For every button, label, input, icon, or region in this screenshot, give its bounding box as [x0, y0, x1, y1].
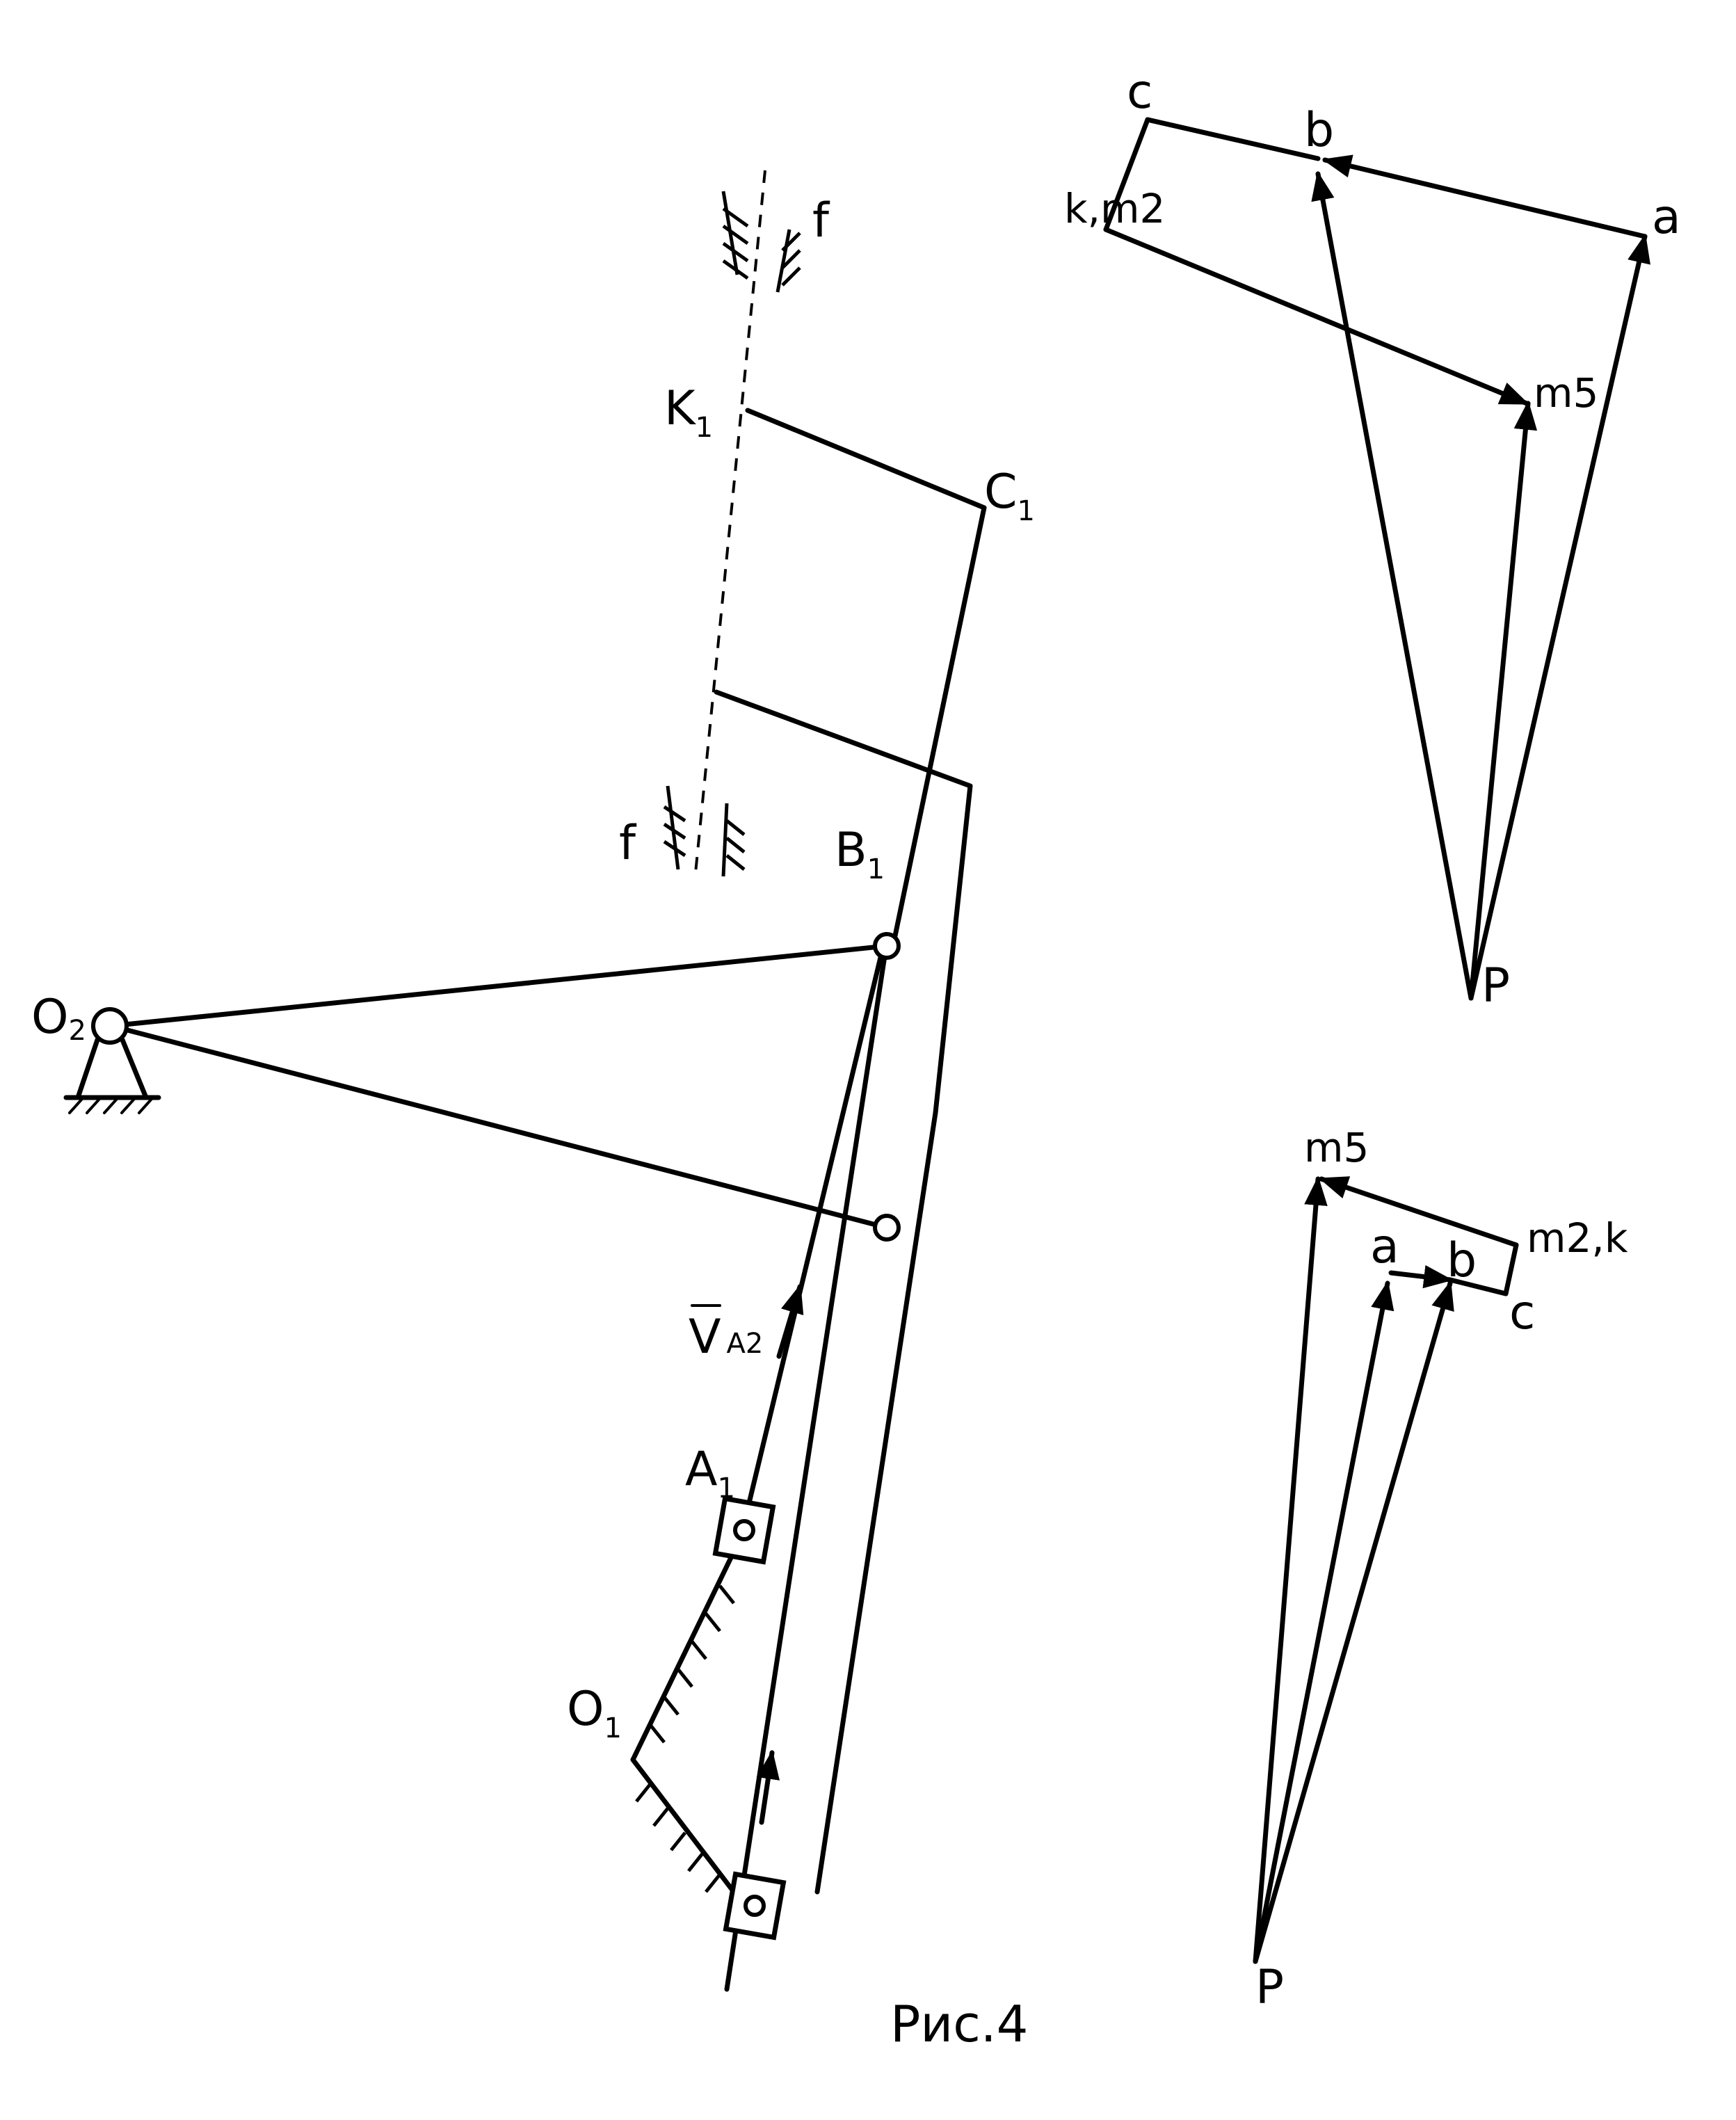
velocity-arrow-va2 [776, 1283, 804, 1359]
slider-a1 [712, 1495, 776, 1565]
slider-bottom [723, 1871, 787, 1941]
guide-hatch-bottom [663, 785, 746, 877]
link-o2-lower-joint [108, 1023, 890, 1230]
label-f-top: f [812, 193, 830, 248]
label-k1: K1 [664, 381, 713, 444]
rod-a-b [724, 940, 890, 1992]
velocity-plan-2: m5 a b m2,k c P [1253, 1124, 1628, 2015]
plan2-label-m5: m5 [1304, 1124, 1369, 1171]
support-o2 [63, 1007, 161, 1114]
label-f-bottom: f [619, 816, 637, 871]
label-c1: C1 [984, 465, 1035, 527]
plan1-label-k-m2: k,m2 [1064, 185, 1165, 232]
plan2-label-p: P [1255, 1960, 1284, 2015]
link-lower-slider [714, 689, 973, 1116]
joint-lower [873, 1214, 901, 1242]
label-b1: B1 [835, 823, 885, 885]
arrow-lower-rod [756, 1749, 780, 1825]
guide-hatch-top [721, 191, 801, 293]
plan2-label-m2-k: m2,k [1527, 1214, 1628, 1262]
plan2-label-c: c [1509, 1285, 1535, 1340]
link-o2-b1 [108, 943, 890, 1029]
label-o1: O1 [567, 1682, 622, 1744]
plan1-label-c: c [1127, 65, 1152, 120]
rod-lower [814, 1110, 938, 1895]
guide-line-f [694, 170, 766, 874]
plan1-label-b: b [1304, 103, 1334, 158]
link-k1-c1 [745, 408, 987, 945]
label-o2: O2 [31, 990, 86, 1047]
plan1-label-m5: m5 [1534, 369, 1598, 417]
plan1-label-a: a [1652, 190, 1681, 245]
plan2-label-a: a [1370, 1219, 1399, 1274]
rod-a1-b1 [741, 943, 886, 1526]
velocity-plan-1: c b a k,m2 m5 P [1064, 65, 1681, 1013]
plan2-label-b: b [1447, 1233, 1477, 1288]
figure-caption: Рис.4 [890, 1995, 1029, 2053]
label-a1: A1 [685, 1442, 735, 1504]
fixed-link-o1 [630, 1545, 739, 1895]
joint-b1 [873, 932, 901, 960]
plan1-label-p: P [1481, 958, 1510, 1013]
